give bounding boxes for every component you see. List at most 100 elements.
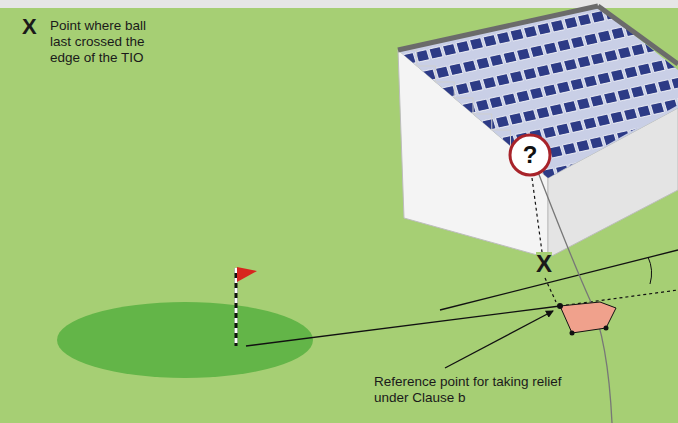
flag [237, 267, 257, 282]
seat [530, 45, 544, 57]
seat [523, 68, 537, 80]
seat [489, 96, 503, 108]
seat [402, 53, 416, 65]
seat [583, 159, 597, 171]
seat [611, 69, 625, 81]
seat [422, 69, 436, 81]
seat [591, 53, 605, 65]
seat [576, 140, 590, 152]
seat [637, 147, 651, 159]
seat [590, 137, 604, 149]
seat [637, 105, 651, 117]
seat [462, 102, 476, 114]
top-band [0, 0, 678, 8]
seat [551, 20, 565, 32]
seat [456, 41, 470, 53]
seat [429, 47, 443, 59]
seat [469, 80, 483, 92]
seat [590, 95, 604, 107]
unknown-ball-circle: ? [508, 133, 552, 177]
seat [604, 50, 618, 62]
drop-line [545, 278, 556, 302]
seat [570, 78, 584, 90]
seat [671, 119, 678, 131]
seat [516, 90, 530, 102]
seat [476, 57, 490, 69]
seat [449, 63, 463, 75]
seat [463, 60, 477, 72]
seat [443, 44, 457, 56]
seat [570, 120, 584, 132]
seat [483, 35, 497, 47]
seat [543, 84, 557, 96]
seat [664, 99, 678, 111]
seat [618, 47, 632, 59]
seat [564, 59, 578, 71]
seat [651, 60, 665, 72]
seat [578, 14, 592, 26]
seat [517, 48, 531, 60]
seat [510, 29, 524, 41]
seat [644, 125, 658, 137]
seat [503, 51, 517, 63]
seat [483, 77, 497, 89]
seat [644, 83, 658, 95]
seat [571, 36, 585, 48]
note-text: Point where ball last crossed the edge o… [50, 18, 170, 67]
seat [557, 81, 571, 93]
seat [436, 66, 450, 78]
seat [557, 39, 571, 51]
seat [598, 30, 612, 42]
seat [496, 74, 510, 86]
seat [544, 42, 558, 54]
seat [610, 111, 624, 123]
grandstand [398, 6, 678, 258]
seat [597, 72, 611, 84]
seat [624, 108, 638, 120]
seat [664, 141, 678, 153]
relief-area [560, 302, 616, 333]
reference-line [440, 250, 678, 310]
seat [658, 80, 672, 92]
marker-x: X [22, 14, 37, 40]
seat [617, 89, 631, 101]
seat [584, 33, 598, 45]
seat [583, 117, 597, 129]
seat [543, 126, 557, 138]
question-mark: ? [508, 133, 552, 177]
seat [456, 83, 470, 95]
leader-line [445, 311, 553, 368]
seat [503, 93, 517, 105]
vertical-drop [532, 178, 542, 252]
seat [523, 110, 537, 122]
parallel-line [560, 290, 678, 306]
seat [650, 144, 664, 156]
seat [631, 86, 645, 98]
seat [577, 98, 591, 110]
seat [497, 32, 511, 44]
seat [476, 99, 490, 111]
seat [657, 122, 671, 134]
note-text: Reference point for taking relief under … [374, 374, 574, 406]
corner-dot [604, 326, 609, 331]
seat [563, 101, 577, 113]
seat [524, 26, 538, 38]
seat [556, 165, 570, 177]
seat [482, 119, 496, 131]
corner-dot [570, 331, 575, 336]
seat [416, 50, 430, 62]
seat [677, 138, 678, 150]
seat [496, 116, 510, 128]
seat [564, 17, 578, 29]
seat [597, 114, 611, 126]
seat [596, 156, 610, 168]
seat [631, 44, 645, 56]
seat [623, 150, 637, 162]
seat [536, 107, 550, 119]
seat [604, 92, 618, 104]
seat [509, 113, 523, 125]
seat [490, 54, 504, 66]
seat [550, 62, 564, 74]
seat [537, 65, 551, 77]
seat [630, 128, 644, 140]
